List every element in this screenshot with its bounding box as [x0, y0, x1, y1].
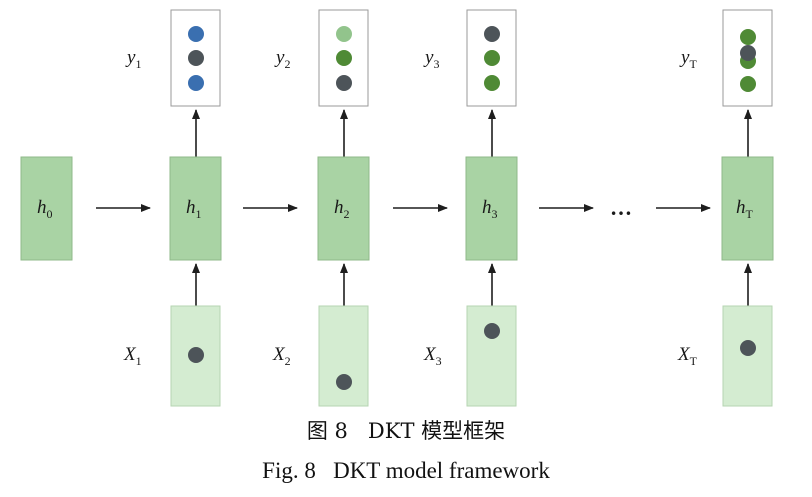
h2-label: h2	[334, 197, 350, 221]
input-dot	[484, 323, 500, 339]
input-box-x2	[318, 305, 369, 407]
xT-label: XT	[677, 344, 698, 368]
step-T: yT hT XT	[677, 9, 774, 407]
hidden-state-h1	[169, 156, 222, 261]
output-dot	[336, 26, 352, 42]
y3-label: y3	[423, 47, 439, 71]
y1-label: y1	[125, 47, 141, 71]
output-dot	[740, 29, 756, 45]
x1-label: X1	[123, 344, 142, 368]
output-dot	[188, 26, 204, 42]
output-dot	[188, 50, 204, 66]
input-dot	[188, 347, 204, 363]
hidden-state-h0	[20, 156, 73, 261]
hT-label: hT	[736, 197, 754, 221]
output-dot	[336, 75, 352, 91]
h0-label: h0	[37, 197, 53, 221]
x2-label: X2	[272, 344, 291, 368]
h3-label: h3	[482, 197, 498, 221]
caption-chinese: 图 8 DKT 模型框架	[306, 419, 506, 443]
y2-label: y2	[274, 47, 290, 71]
x3-label: X3	[423, 344, 442, 368]
output-dot	[484, 50, 500, 66]
yT-label: yT	[679, 47, 697, 71]
hidden-state-hT	[721, 156, 774, 261]
input-dot	[740, 340, 756, 356]
input-box-xT	[722, 305, 773, 407]
output-dot	[740, 76, 756, 92]
output-dot	[336, 50, 352, 66]
ellipsis: …	[610, 195, 632, 220]
step-1: y1 h1 X1	[123, 9, 222, 407]
input-dot	[336, 374, 352, 390]
dkt-diagram: h0 … y1 h1 X1 y2 h2 X2	[20, 9, 774, 407]
output-dot	[740, 45, 756, 61]
input-box-x3	[466, 305, 517, 407]
output-dot	[484, 75, 500, 91]
hidden-state-h3	[465, 156, 518, 261]
step-2: y2 h2 X2	[272, 9, 370, 407]
step-3: y3 h3 X3	[423, 9, 518, 407]
hidden-state-h2	[317, 156, 370, 261]
output-dot	[484, 26, 500, 42]
caption-english: Fig. 8 DKT model framework	[262, 458, 550, 483]
output-dot	[188, 75, 204, 91]
h1-label: h1	[186, 197, 202, 221]
